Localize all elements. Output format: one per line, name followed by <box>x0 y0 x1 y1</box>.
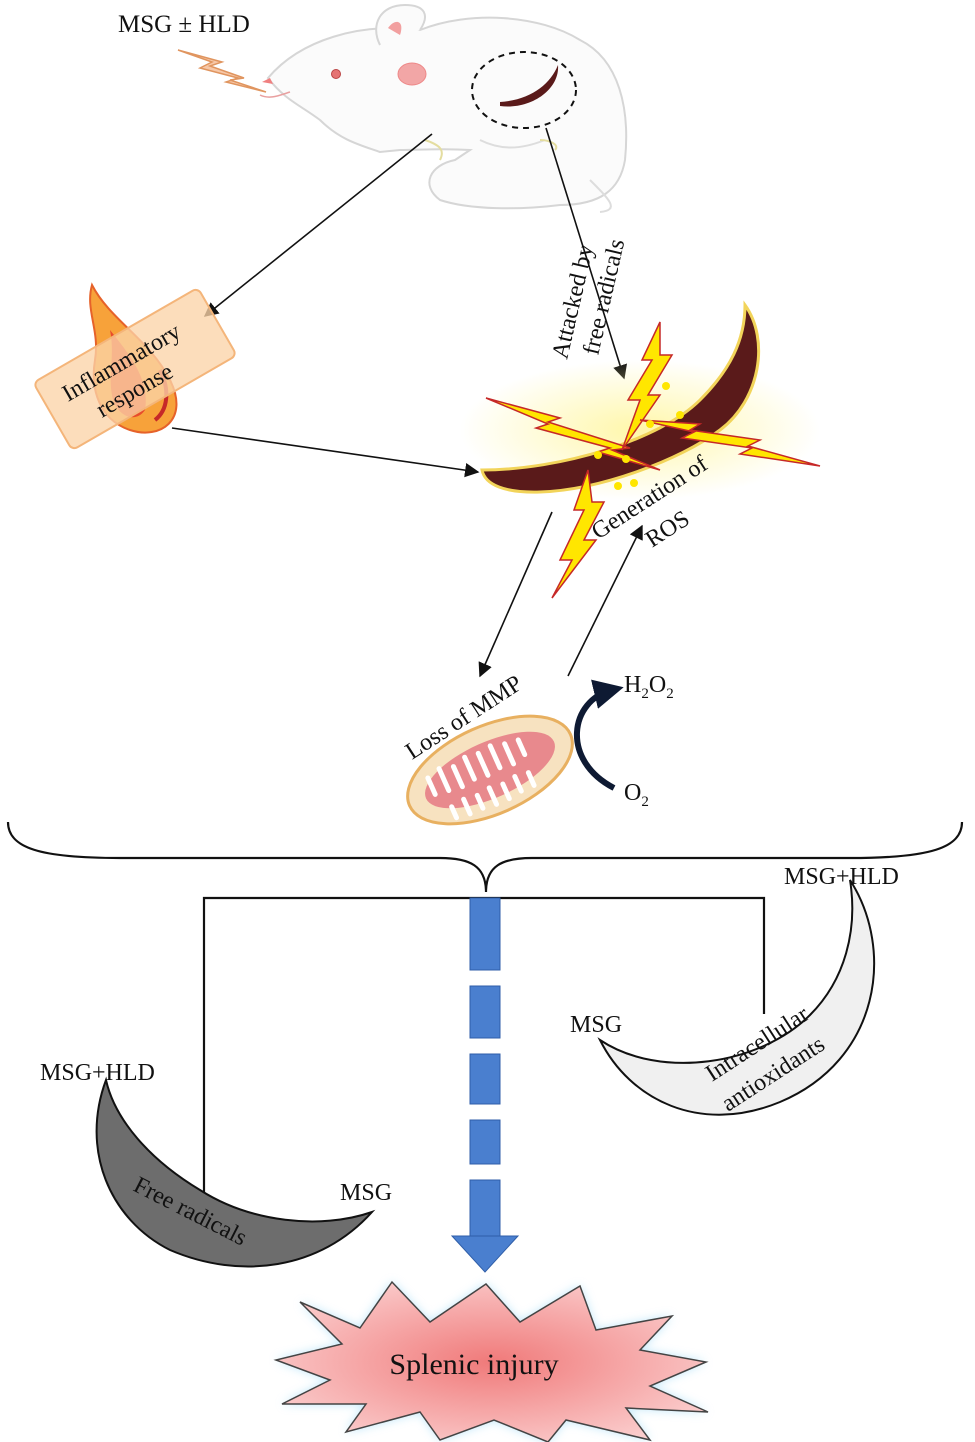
right-bottom-label: MSG <box>570 1012 622 1038</box>
arrow-mmp-to-ros <box>567 524 643 677</box>
left-bottom-label: MSG <box>340 1180 392 1206</box>
free-radicals-pan <box>95 1076 376 1268</box>
spleen-highlight-ellipse <box>471 51 577 129</box>
ros-lightning-icons <box>485 321 821 599</box>
h2o2-label: H2O2 <box>624 672 674 702</box>
arrow-spleen-to-ros <box>545 127 628 380</box>
ros-conversion-arrow <box>573 679 624 791</box>
o2-label: O2 <box>624 780 649 810</box>
rat-ear-front <box>397 62 427 86</box>
rat-eye <box>331 69 341 79</box>
summary-brace <box>6 821 964 893</box>
treatment-label: MSG ± HLD <box>118 11 250 38</box>
rat-nose <box>262 78 273 84</box>
right-top-label: MSG+HLD <box>784 864 899 890</box>
mitochondrion-icon <box>406 714 574 826</box>
central-blue-arrow <box>450 897 520 1273</box>
rat-ear <box>388 21 402 35</box>
ros-dots <box>594 382 684 490</box>
left-top-label: MSG+HLD <box>40 1060 155 1086</box>
arrow-ros-to-mmp <box>478 511 553 678</box>
splenic-injury-burst <box>273 1280 709 1442</box>
lightning-bolt-icon <box>177 49 267 93</box>
damaged-spleen-icon <box>480 300 761 494</box>
arrow-inflammation-to-ros <box>171 427 480 478</box>
antioxidants-pan <box>597 879 876 1116</box>
rat-spleen-icon <box>500 65 559 107</box>
inflammatory-response-box <box>34 288 236 450</box>
rat-body-outline <box>266 16 628 210</box>
rat-illustration <box>259 3 628 213</box>
splenic-injury-label: Splenic injury <box>389 1348 558 1381</box>
arrow-rat-to-inflammation <box>203 133 433 317</box>
